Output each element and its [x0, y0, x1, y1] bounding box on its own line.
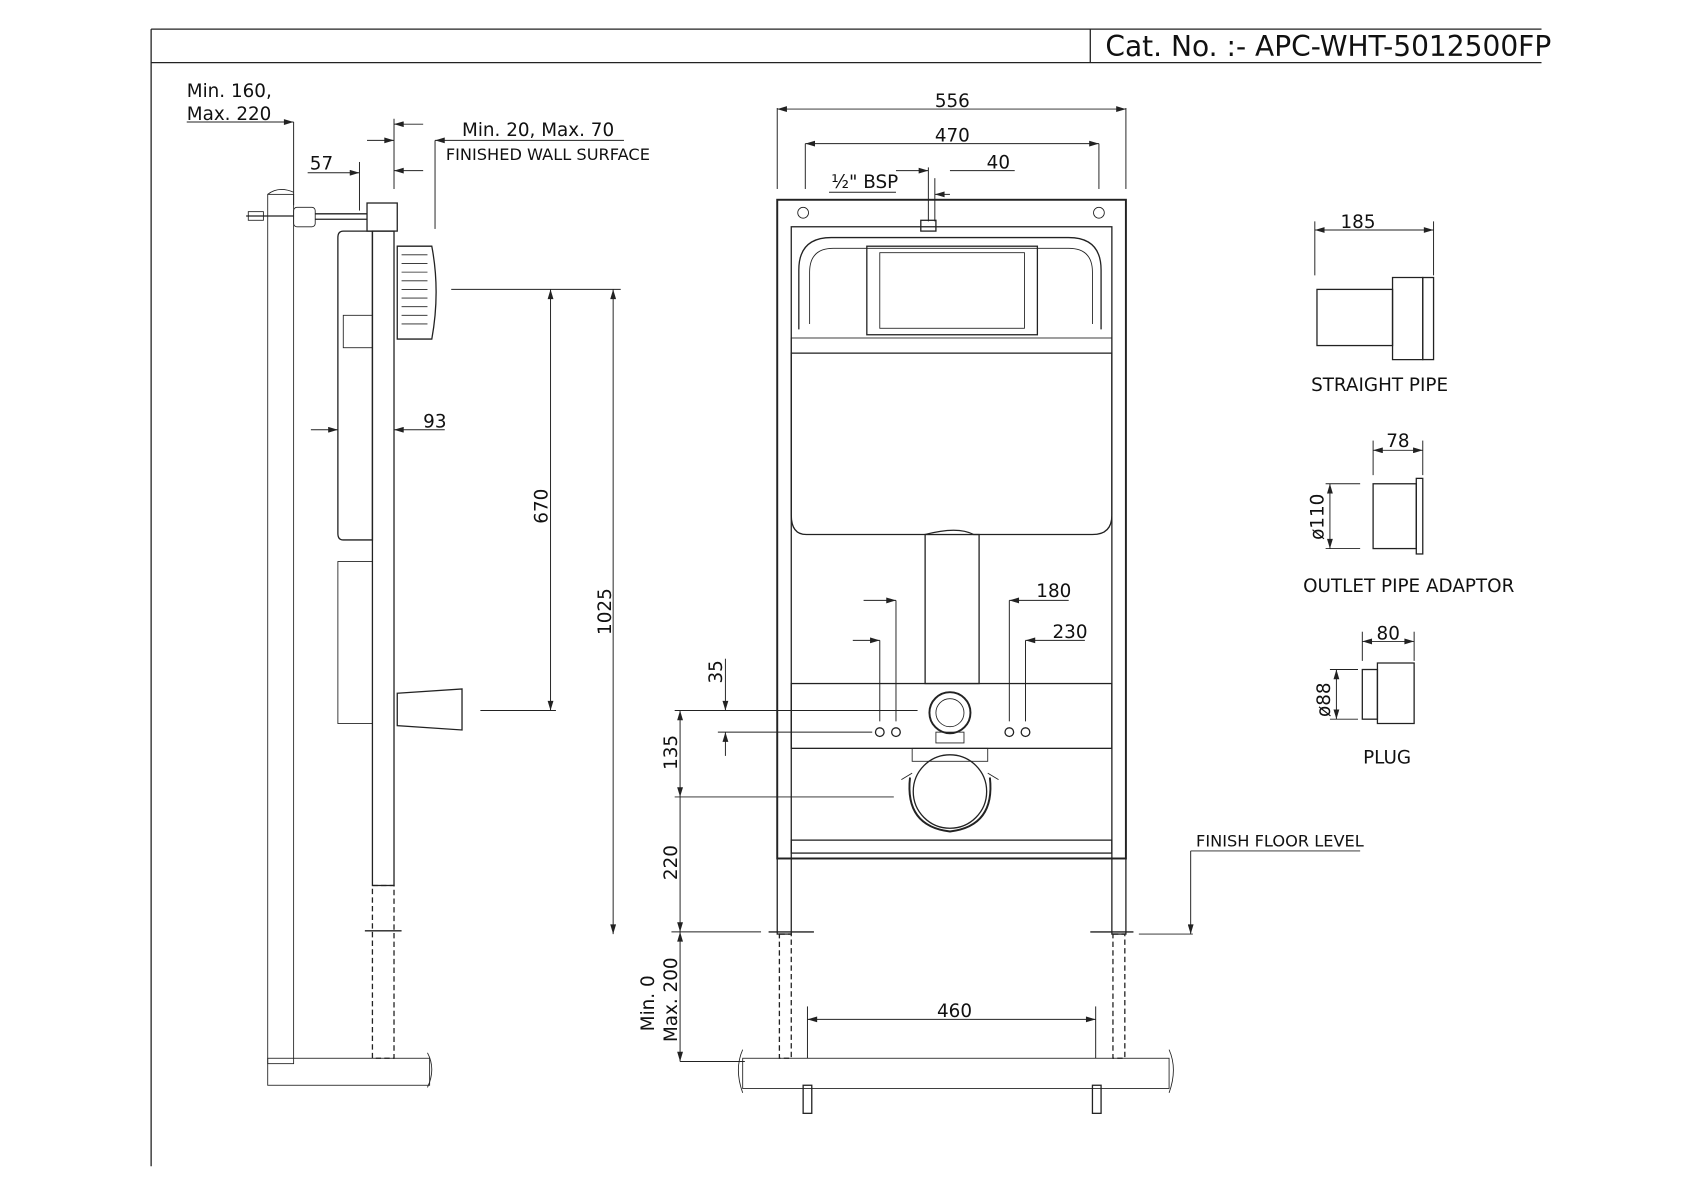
side-view: Min. 160, Max. 220 57 Min. 20, Max. 70 F… [187, 81, 650, 1088]
straight-pipe-label: STRAIGHT PIPE [1311, 375, 1448, 396]
adaptor-dimension: 78 [1386, 431, 1409, 452]
accessory-straight-pipe: 185 STRAIGHT PIPE [1311, 212, 1448, 396]
drain-clamp [912, 754, 988, 829]
flush-plate [396, 245, 437, 340]
anchor-bolt [1091, 1084, 1102, 1114]
flush-to-floor-label: 1025 [595, 588, 616, 635]
outlet-pipe-side [396, 688, 463, 731]
cistern-side [337, 230, 374, 541]
plug-label: PLUG [1363, 747, 1411, 768]
flush-to-outlet-label: 670 [531, 489, 552, 524]
finish-floor-level-label: FINISH FLOOR LEVEL [1196, 832, 1364, 851]
stud-spacing-outer-label: 230 [1053, 622, 1088, 643]
frame-leg [371, 884, 395, 1059]
adaptor-label: OUTLET PIPE ADAPTOR [1303, 576, 1514, 597]
wall-finish-label: Min. 20, Max. 70 [462, 120, 614, 141]
overall-width-label: 556 [935, 91, 970, 112]
catalog-number: Cat. No. :- APC-WHT-5012500FP [1105, 30, 1551, 63]
outlet-connection [928, 691, 972, 735]
stud-spacing-inner-label: 180 [1036, 581, 1071, 602]
leg-adjust-label-1: Min. 0 [638, 975, 659, 1031]
wall-depth-label-2: Max. 220 [187, 104, 272, 125]
drain-height-label: 220 [661, 845, 682, 880]
straight-pipe-dimension: 185 [1340, 212, 1375, 233]
accessory-outlet-pipe-adaptor: 78 ø110 OUTLET PIPE ADAPTOR [1303, 431, 1514, 597]
support-bar [790, 682, 1113, 749]
bsp-label: ½" BSP [831, 172, 898, 193]
finished-wall-surface-label: FINISHED WALL SURFACE [446, 145, 650, 164]
title-block: Cat. No. :- APC-WHT-5012500FP [150, 28, 1551, 1167]
anchor-bolt [802, 1084, 813, 1114]
floor-hatch [267, 1057, 431, 1086]
accessory-plug: 80 ø88 PLUG [1314, 623, 1415, 768]
foot-spacing-label: 460 [937, 1001, 972, 1022]
floor-hatch-front [742, 1057, 1170, 1089]
leg-adjust-label-2: Max. 200 [661, 957, 682, 1042]
inlet-offset-label: 40 [987, 152, 1010, 173]
cistern-tank [790, 352, 1113, 536]
frame-outer [776, 198, 1127, 860]
plug-dimension: 80 [1377, 623, 1400, 644]
outlet-to-drain-label: 135 [661, 735, 682, 770]
bolt-offset-label: 57 [310, 154, 333, 175]
wall-hatch [267, 193, 295, 1065]
plug-diameter: ø88 [1314, 682, 1335, 717]
front-view: 556 470 ½" BSP 40 180 230 35 135 220 Min… [638, 91, 1364, 1114]
inner-width-label: 470 [935, 125, 970, 146]
frame-depth-label: 93 [423, 412, 446, 433]
adaptor-diameter: ø110 [1307, 494, 1328, 540]
wall-depth-label-1: Min. 160, [187, 81, 272, 102]
outlet-offset-label: 35 [706, 660, 727, 683]
frame-column [371, 230, 395, 887]
